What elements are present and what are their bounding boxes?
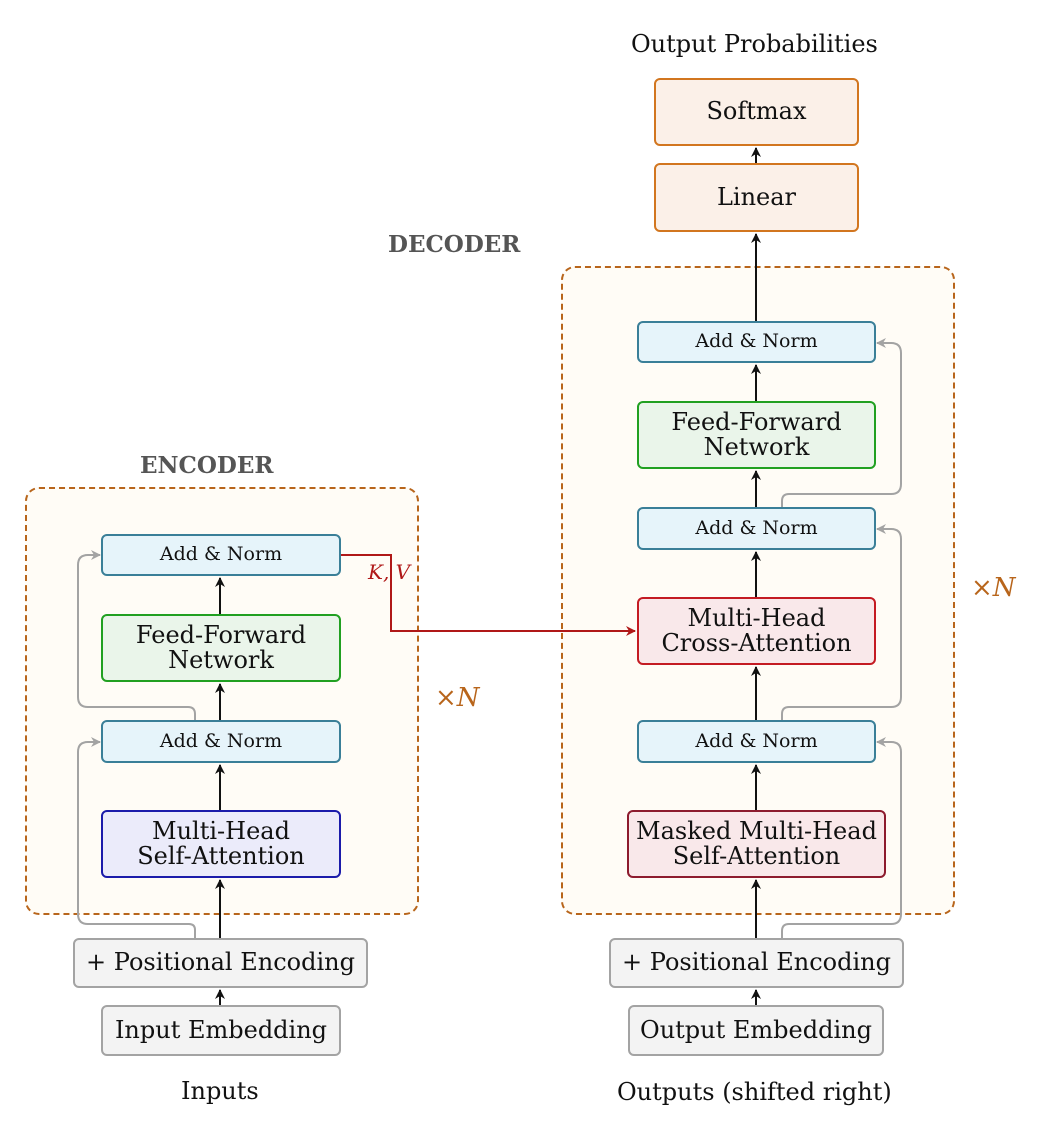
- add-norm-text: Add & Norm: [695, 516, 818, 539]
- add-norm-text: Add & Norm: [159, 543, 283, 566]
- input-embedding-text: Input Embedding: [114, 1015, 328, 1044]
- linear-text: Linear: [716, 182, 797, 211]
- sa-line-2: Self-Attention: [137, 842, 305, 870]
- ffn-line-2: Network: [703, 433, 810, 461]
- encoder-repeat-label: ×N: [435, 683, 480, 713]
- encoder-positional-encoding: + Positional Encoding: [73, 938, 368, 988]
- positional-encoding-text: + Positional Encoding: [622, 948, 891, 977]
- ca-line-1: Multi-Head: [687, 603, 826, 632]
- encoder-add-norm-2: Add & Norm: [101, 534, 341, 576]
- softmax-box: Softmax: [654, 78, 859, 146]
- ffn-line-1: Feed-Forward: [135, 620, 307, 649]
- positional-encoding-text: + Positional Encoding: [86, 948, 355, 977]
- output-probabilities-label: Output Probabilities: [631, 30, 878, 58]
- decoder-positional-encoding: + Positional Encoding: [609, 938, 904, 988]
- encoder-title: ENCODER: [140, 452, 274, 479]
- msa-line-1: Masked Multi-Head: [636, 816, 877, 845]
- decoder-add-norm-2: Add & Norm: [637, 507, 876, 550]
- ffn-line-2: Network: [168, 646, 274, 674]
- add-norm-text: Add & Norm: [159, 729, 283, 752]
- input-embedding-box: Input Embedding: [101, 1005, 341, 1056]
- inputs-label: Inputs: [181, 1077, 259, 1105]
- add-norm-text: Add & Norm: [695, 729, 818, 752]
- output-embedding-text: Output Embedding: [640, 1015, 872, 1044]
- repeat-variable: N: [456, 683, 480, 713]
- repeat-times-sign: ×: [971, 573, 993, 603]
- decoder-title: DECODER: [388, 231, 521, 258]
- linear-box: Linear: [654, 163, 859, 232]
- outputs-label: Outputs (shifted right): [617, 1078, 892, 1106]
- encoder-add-norm-1: Add & Norm: [101, 720, 341, 763]
- decoder-add-norm-1: Add & Norm: [637, 720, 876, 763]
- ffn-line-1: Feed-Forward: [671, 407, 842, 436]
- kv-label: K, V: [368, 560, 411, 584]
- add-norm-text: Add & Norm: [695, 330, 818, 353]
- repeat-variable: N: [992, 573, 1016, 603]
- softmax-text: Softmax: [706, 97, 807, 126]
- output-embedding-box: Output Embedding: [628, 1005, 884, 1056]
- decoder-add-norm-3: Add & Norm: [637, 321, 876, 363]
- ca-line-2: Cross-Attention: [661, 629, 852, 657]
- msa-line-2: Self-Attention: [672, 842, 841, 870]
- repeat-times-sign: ×: [435, 683, 457, 713]
- decoder-repeat-label: ×N: [971, 573, 1016, 603]
- sa-line-1: Multi-Head: [152, 816, 290, 845]
